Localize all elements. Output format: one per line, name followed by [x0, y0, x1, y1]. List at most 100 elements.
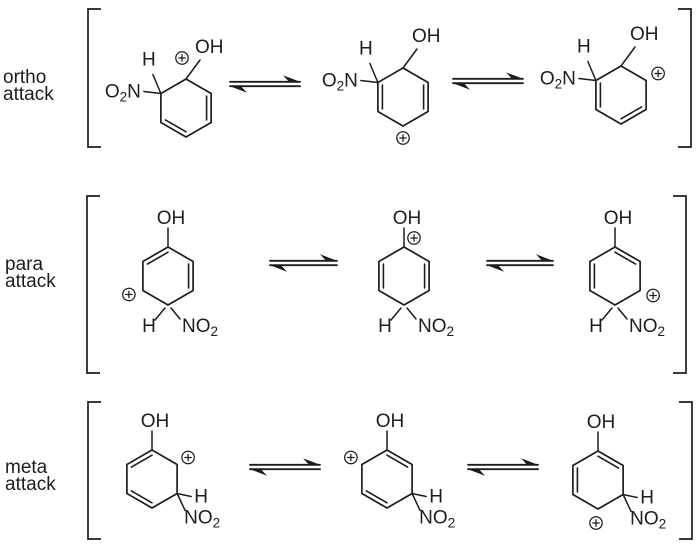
h-label: H: [142, 50, 156, 71]
h-bond: [601, 307, 613, 321]
oh-label: OH: [412, 26, 441, 47]
row-label-para-line2: attack: [5, 271, 56, 292]
oh-bond: [620, 46, 636, 67]
row-label-meta-line2: attack: [5, 474, 56, 495]
equilibrium-arrow-icon: [249, 458, 321, 476]
arrow-head-right: [521, 458, 538, 465]
h-label: H: [359, 39, 373, 60]
o2n-label: O2N: [322, 71, 358, 94]
h-label: H: [194, 487, 208, 508]
oh-label: OH: [587, 412, 616, 433]
double-bond-inner: [614, 251, 637, 265]
no2-bond: [406, 307, 417, 320]
oh-bond: [402, 48, 418, 69]
para-resonance-structure-1: OH H NO2: [122, 208, 218, 339]
charge-circle: [651, 66, 665, 81]
h-bond: [369, 62, 379, 84]
benzene-ring: [126, 449, 178, 509]
equilibrium-arrow-icon: [467, 458, 539, 476]
oh-label: OH: [376, 411, 405, 432]
equilibrium-arrow-icon: [452, 72, 524, 90]
h-label: H: [577, 37, 591, 58]
arrow-head-left: [468, 469, 485, 476]
benzene-ring: [361, 449, 413, 509]
oh-label: OH: [604, 208, 633, 229]
benzene-ring: [142, 246, 194, 306]
oh-label: OH: [393, 208, 422, 229]
plus-charge-icon: [651, 66, 665, 81]
charge-circle: [589, 516, 603, 530]
arrow-head-left: [453, 83, 470, 90]
no2-bond: [360, 79, 379, 84]
double-bond-inner: [620, 106, 643, 120]
no2-bond: [622, 493, 632, 513]
plus-charge-icon: [396, 131, 410, 145]
no2-bond: [578, 77, 597, 82]
h-bond: [411, 492, 427, 498]
row-label-meta-line1: meta: [5, 457, 48, 478]
double-bond-inner: [386, 454, 409, 468]
h-label: H: [142, 316, 156, 337]
h-bond: [176, 492, 192, 498]
row-label-ortho-line1: ortho: [3, 67, 47, 88]
plus-charge-icon: [589, 516, 603, 530]
charge-circle: [646, 288, 660, 303]
double-bond-inner: [130, 454, 153, 468]
no2-label: NO2: [182, 316, 218, 339]
no2-label: NO2: [184, 508, 220, 531]
arrow-head-left: [230, 86, 247, 93]
benzene-ring: [572, 450, 624, 510]
bracket-right: [673, 195, 687, 374]
h-bond: [154, 307, 166, 321]
charge-circle: [407, 231, 421, 245]
bracket-left: [87, 8, 101, 148]
oh-label: OH: [141, 411, 170, 432]
oh-label: OH: [630, 24, 659, 45]
oh-bond: [185, 59, 201, 80]
charge-circle: [122, 287, 136, 302]
h-bond: [622, 493, 638, 499]
no2-bond: [176, 492, 186, 512]
arrow-head-right: [506, 72, 523, 79]
arrow-head-left: [250, 469, 267, 476]
double-bond-inner: [146, 251, 169, 265]
plus-charge-icon: [646, 288, 660, 303]
no2-bond: [411, 492, 421, 512]
plus-charge-icon: [407, 231, 421, 245]
double-bond-inner: [130, 490, 153, 504]
bracket-left: [87, 401, 101, 540]
plus-charge-icon: [344, 450, 358, 465]
plus-charge-icon: [181, 450, 195, 465]
h-label: H: [589, 316, 603, 337]
oh-label: OH: [195, 37, 224, 58]
row-label-ortho-line2: attack: [3, 84, 54, 105]
benzene-ring: [595, 65, 647, 125]
benzene-ring: [589, 246, 641, 306]
oh-label: OH: [157, 208, 186, 229]
o2n-label: O2N: [540, 69, 576, 92]
equilibrium-arrow-icon: [229, 75, 301, 93]
o2n-label: O2N: [105, 82, 141, 105]
h-bond: [390, 307, 402, 321]
charge-circle: [181, 450, 195, 465]
double-bond-inner: [597, 455, 620, 469]
double-bond-inner: [164, 119, 187, 133]
h-label: H: [429, 487, 443, 508]
arrow-head-left: [487, 265, 504, 272]
charge-circle: [175, 51, 189, 65]
bracket-right: [678, 8, 692, 148]
benzene-ring: [160, 78, 212, 138]
bracket-left: [86, 195, 100, 374]
